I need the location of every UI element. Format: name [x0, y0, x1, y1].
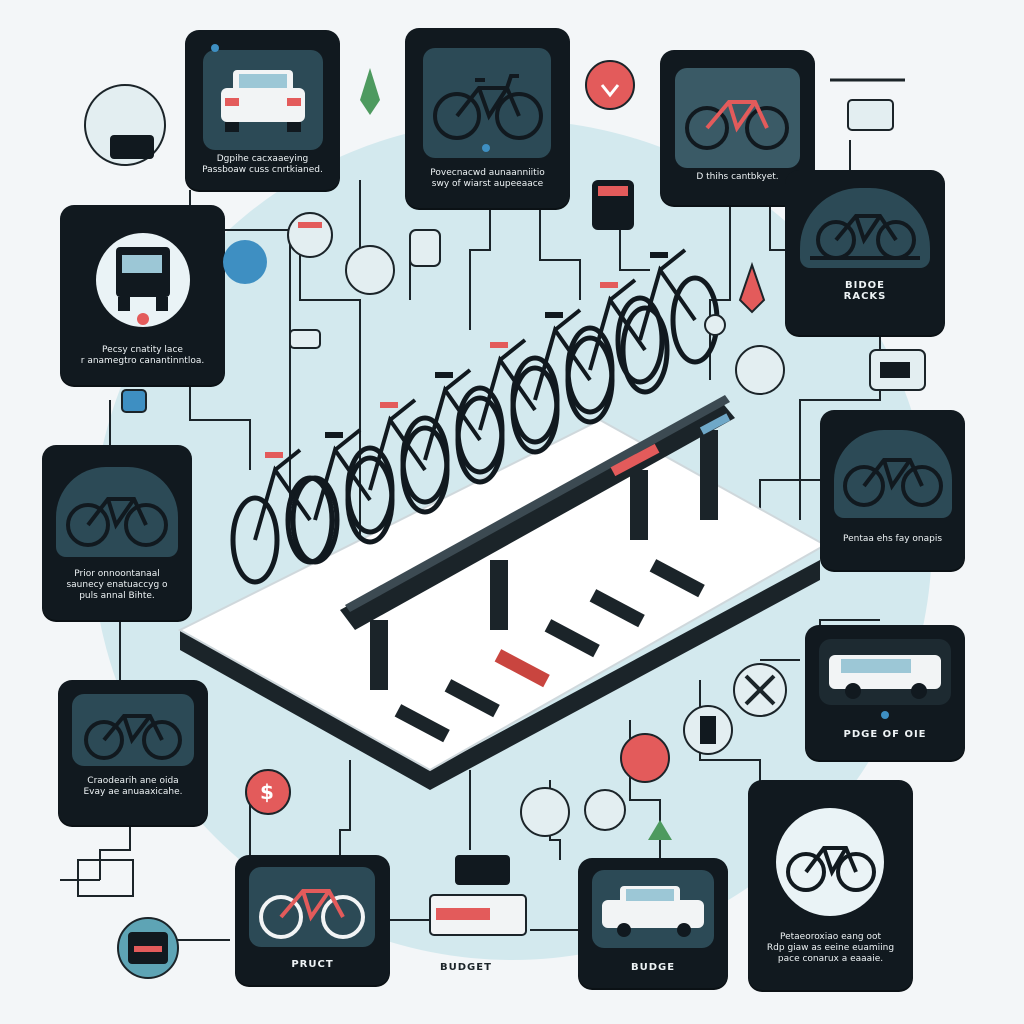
bicycle-icon: [433, 74, 543, 140]
bike-top-caption: Povecnacwd aunaanniitio swy of wiarst au…: [430, 168, 545, 189]
bike-panel: [423, 48, 551, 158]
rack-panel: [800, 188, 930, 268]
card-car-top: Dgpihe cacxaaeying Passboaw cuss cnrtkia…: [185, 30, 340, 190]
card-bike-bottom: PRUCT: [235, 855, 390, 985]
truck-icon: [116, 247, 170, 325]
card-bike-left-mid: Prior onnoontanaal saunecy enatuaccyg o …: [42, 445, 192, 620]
bike-left-lower-caption: Craodearih ane oida Evay ae anuaaxicahe.: [83, 776, 183, 797]
card-truck-left: Pecsy cnatity lace r anamegtro canantinn…: [60, 205, 225, 385]
status-dot: [881, 711, 889, 719]
parked-bicycle: [565, 278, 670, 415]
bicycle-icon: [66, 497, 168, 547]
card-bike-right-lower: Petaeoroxiao eang oot Rdp giaw as eeine …: [748, 780, 913, 990]
card-bike-racks-right: BIDOE RACKS: [785, 170, 945, 335]
bike-bottom-title: PRUCT: [291, 959, 334, 970]
parked-bicycles: [230, 248, 720, 585]
car-top-caption: Dgpihe cacxaaeying Passboaw cuss cnrtkia…: [202, 154, 323, 175]
budget-label: BUDGET: [440, 962, 492, 973]
parked-bicycle: [615, 248, 720, 385]
car-icon: [602, 886, 704, 937]
rack-feet: [394, 559, 705, 743]
dollar-sign: $: [260, 780, 274, 804]
bike-left-panel: [56, 467, 178, 557]
van-title: PDGE OF OIE: [843, 729, 927, 740]
bike-red-top-caption: D thihs cantbkyet.: [696, 172, 779, 182]
card-bike-right-mid: Pentaa ehs fay onapis: [820, 410, 965, 570]
status-dot: [482, 144, 490, 152]
card-bike-left-lower: Craodearih ane oida Evay ae anuaaxicahe.: [58, 680, 208, 825]
bike-lower-panel: [72, 694, 194, 766]
red-bicycle-icon: [685, 100, 789, 150]
platform-side: [180, 560, 820, 790]
card-van-right: PDGE OF OIE: [805, 625, 965, 760]
bicycle-icon: [843, 458, 943, 507]
bike-circle-panel: [776, 808, 884, 916]
car-bottom-title: BUDGE: [630, 962, 676, 973]
bike-rack-icon: [810, 214, 920, 260]
bicycle-icon: [84, 714, 182, 760]
bicycle-icon: [259, 889, 365, 939]
rack-bar: [340, 395, 735, 690]
bike-bottom-panel: [249, 867, 375, 947]
car-icon: [221, 70, 305, 132]
car-bottom-panel: [592, 870, 714, 948]
van-icon: [829, 655, 941, 699]
bike-right-mid-caption: Pentaa ehs fay onapis: [842, 534, 943, 544]
van-panel: [819, 639, 951, 705]
bike-right-panel: [834, 430, 952, 518]
card-bike-top: Povecnacwd aunaanniitio swy of wiarst au…: [405, 28, 570, 208]
car-panel: [203, 50, 323, 150]
bike-racks-title: BIDOE RACKS: [843, 280, 887, 302]
truck-left-caption: Pecsy cnatity lace r anamegtro canantinn…: [80, 345, 205, 366]
red-bike-panel: [675, 68, 800, 168]
status-dot: [211, 44, 219, 52]
bicycle-icon: [786, 846, 876, 892]
card-car-bottom: BUDGE: [578, 858, 728, 988]
bike-left-mid-caption: Prior onnoontanaal saunecy enatuaccyg o …: [66, 569, 168, 601]
bike-right-lower-caption: Petaeoroxiao eang oot Rdp giaw as eeine …: [766, 932, 895, 964]
truck-panel: [96, 233, 190, 327]
